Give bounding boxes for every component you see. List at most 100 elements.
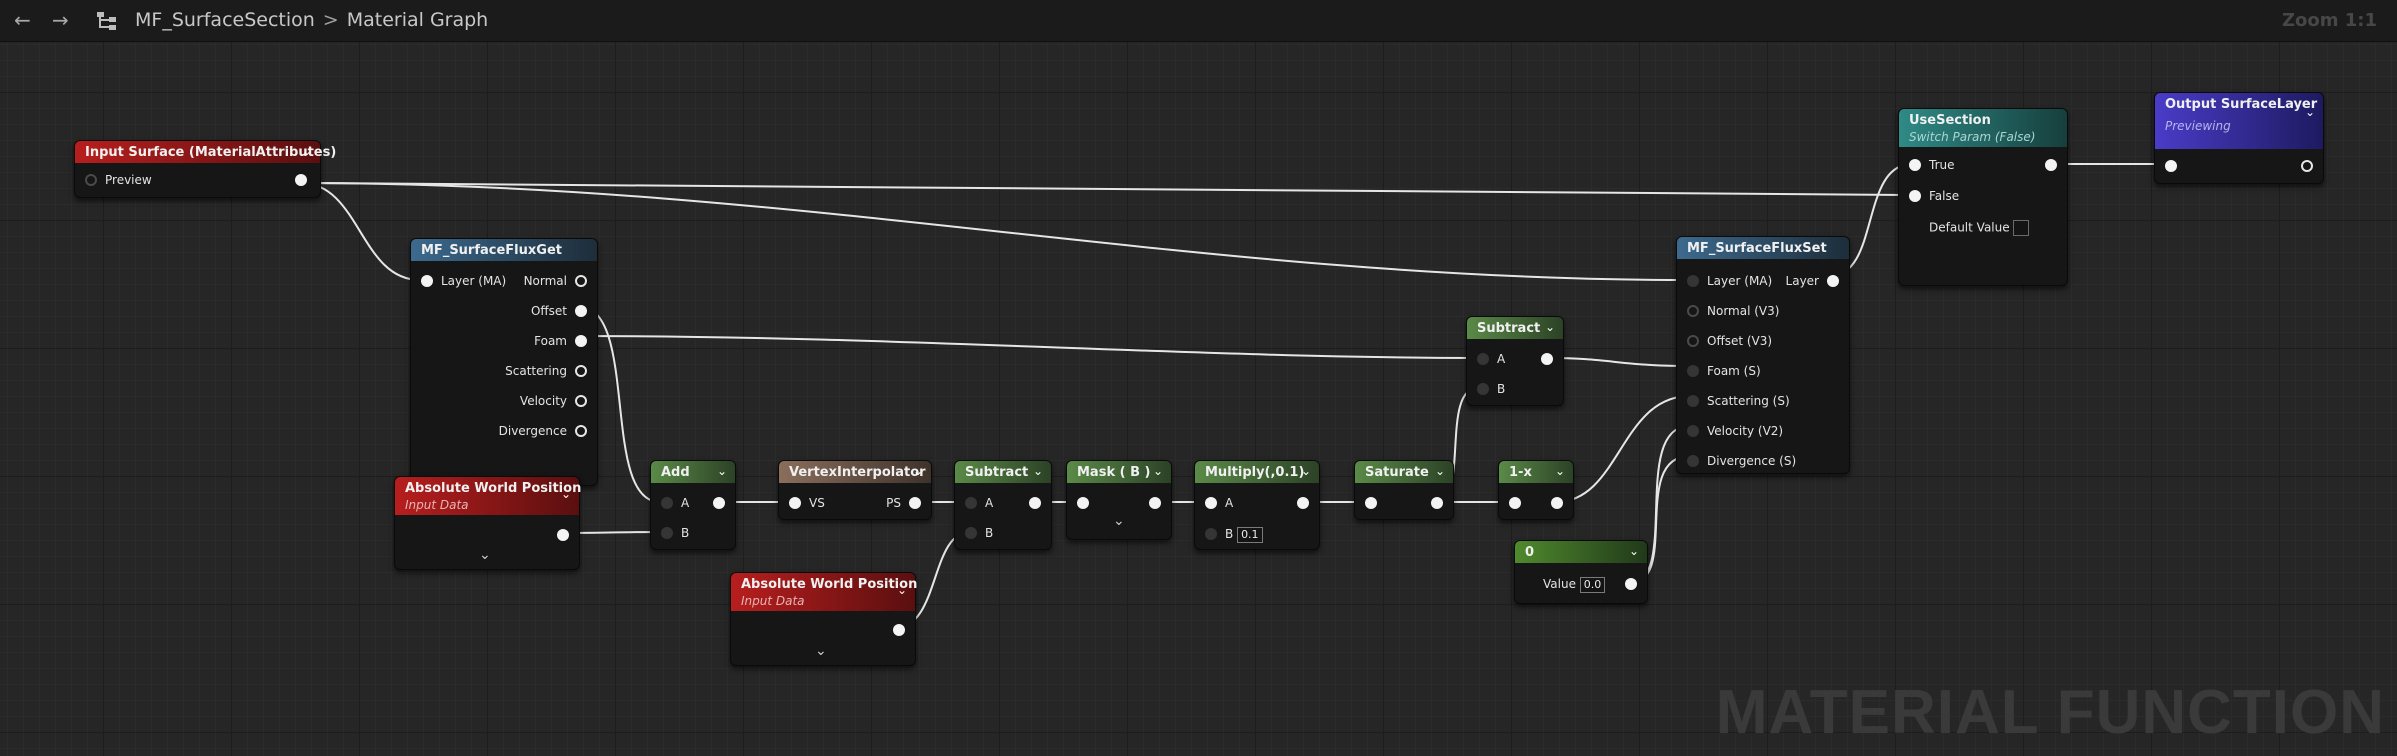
constant-node[interactable]: 0 ⌄ Value 0.0 [1514,540,1648,604]
layer-input-pin[interactable]: Layer (MA) [421,274,506,288]
default-value-row: Default Value [1929,220,2030,236]
wire-preview-to-fluxget [300,182,421,281]
node-title: Input Surface (MaterialAttributes) [75,141,336,163]
chevron-down-icon[interactable]: ⌄ [912,464,923,478]
graph-hierarchy-icon[interactable] [96,10,118,32]
scattering-output-pin[interactable]: Scattering [505,364,587,378]
node-title: VertexInterpolator [779,461,931,483]
subtract-node[interactable]: Subtract ⌄ A B [1466,316,1564,406]
chevron-down-icon[interactable]: ⌄ [716,464,727,478]
velocity-output-pin[interactable]: Velocity [520,394,587,408]
scattering-input-pin[interactable]: Scattering (S) [1687,394,1790,408]
arrow-left-icon[interactable]: ← [14,8,31,32]
wire-oneminus-to-scattering [1555,395,1691,503]
node-title: Mask ( B ) [1067,461,1171,483]
chevron-down-icon[interactable]: ⌄ [1300,464,1311,478]
graph-canvas[interactable]: MATERIAL FUNCTION Input Surface (Materia… [0,42,2397,756]
normal-input-pin[interactable]: Normal (V3) [1687,304,1779,318]
b-input-pin[interactable]: B 0.1 [1205,527,1263,543]
expand-chevron-icon[interactable]: ⌄ [815,643,827,659]
velocity-input-pin[interactable]: Velocity (V2) [1687,424,1783,438]
wire-preview-to-fluxset [300,182,1687,281]
layer-input-pin[interactable]: Layer (MA) [1687,274,1772,288]
default-value-checkbox[interactable] [2013,220,2030,236]
flux-get-node[interactable]: MF_SurfaceFluxGet Layer (MA) Normal Offs… [410,238,598,486]
value-field[interactable]: 0.0 [1579,577,1606,593]
b-input-pin[interactable]: B [1477,382,1505,396]
node-title: Output SurfaceLayer [2165,97,2318,112]
node-subtitle: Input Data [405,498,469,512]
arrow-right-icon[interactable]: → [52,8,69,32]
ps-output-pin[interactable]: PS [886,496,921,510]
chevron-down-icon[interactable]: ⌄ [560,487,571,501]
offset-output-pin[interactable]: Offset [531,304,587,318]
chevron-down-icon[interactable]: ⌄ [1434,464,1445,478]
divergence-output-pin[interactable]: Divergence [499,424,587,438]
node-title: Absolute World Position [405,481,582,496]
saturate-node[interactable]: Saturate ⌄ [1354,460,1454,520]
breadcrumb-function[interactable]: MF_SurfaceSection [135,9,315,31]
graph-toolbar: ← → MF_SurfaceSection>Material Graph Zoo… [0,0,2397,42]
offset-input-pin[interactable]: Offset (V3) [1687,334,1772,348]
node-title: UseSection [1909,113,1991,128]
chevron-down-icon[interactable]: ⌄ [1554,464,1565,478]
chevron-down-icon[interactable]: ⌄ [301,144,312,158]
node-subtitle: Switch Param (False) [1909,130,2036,144]
vertex-interpolator-node[interactable]: VertexInterpolator ⌄ VS PS [778,460,932,520]
node-title: MF_SurfaceFluxSet [1677,237,1849,259]
value-row: Value 0.0 [1543,577,1606,593]
expand-chevron-icon[interactable]: ⌄ [1113,513,1125,529]
a-input-pin[interactable]: A [1205,496,1233,510]
one-minus-node[interactable]: 1-x ⌄ [1498,460,1574,520]
preview-pin[interactable]: Preview [85,173,152,187]
chevron-down-icon[interactable]: ⌄ [896,583,907,597]
divergence-input-pin[interactable]: Divergence (S) [1687,454,1796,468]
b-input-pin[interactable]: B [965,526,993,540]
material-function-watermark: MATERIAL FUNCTION [1715,678,2385,747]
breadcrumb-separator: > [322,9,339,31]
chevron-down-icon[interactable]: ⌄ [2304,105,2315,119]
breadcrumb-graph[interactable]: Material Graph [346,9,489,31]
node-title: Add [651,461,735,483]
breadcrumb: MF_SurfaceSection > Material Graph [135,9,488,31]
node-title: 0 [1515,541,1647,563]
wire-foam-to-subtract2-a [577,335,1479,359]
node-title: 1-x [1499,461,1573,483]
node-title: Subtract [955,461,1051,483]
chevron-down-icon[interactable]: ⌄ [1544,320,1555,334]
mask-node[interactable]: Mask ( B ) ⌄ ⌄ [1066,460,1172,540]
node-title: Subtract [1467,317,1563,339]
node-subtitle: Previewing [2165,119,2231,133]
false-input-pin[interactable]: False [1909,189,1959,203]
node-title: MF_SurfaceFluxGet [411,239,597,261]
subtract-node[interactable]: Subtract ⌄ A B [954,460,1052,550]
a-input-pin[interactable]: A [661,496,689,510]
chevron-down-icon[interactable]: ⌄ [1032,464,1043,478]
expand-chevron-icon[interactable]: ⌄ [479,547,491,563]
chevron-down-icon[interactable]: ⌄ [1152,464,1163,478]
foam-input-pin[interactable]: Foam (S) [1687,364,1761,378]
layer-output-pin[interactable]: Layer [1786,274,1839,288]
add-node[interactable]: Add ⌄ A B [650,460,736,550]
true-input-pin[interactable]: True [1909,158,1955,172]
chevron-down-icon[interactable]: ⌄ [1628,544,1639,558]
normal-output-pin[interactable]: Normal [524,274,587,288]
vs-input-pin[interactable]: VS [789,496,825,510]
input-surface-node[interactable]: Input Surface (MaterialAttributes) ⌄ Pre… [74,140,336,198]
wire-sub2-to-foam [1547,357,1691,367]
node-title: Multiply(,0.1) [1195,461,1319,483]
multiply-node[interactable]: Multiply(,0.1) ⌄ A B 0.1 [1194,460,1320,550]
node-title: Saturate [1355,461,1453,483]
a-input-pin[interactable]: A [1477,352,1505,366]
a-input-pin[interactable]: A [965,496,993,510]
flux-set-node[interactable]: MF_SurfaceFluxSet Layer (MA) Layer Norma… [1676,236,1850,474]
wire-preview-to-false [300,182,1913,196]
node-subtitle: Input Data [741,594,805,608]
foam-output-pin[interactable]: Foam [534,334,587,348]
b-value-field[interactable]: 0.1 [1237,527,1263,543]
b-input-pin[interactable]: B [661,526,689,540]
